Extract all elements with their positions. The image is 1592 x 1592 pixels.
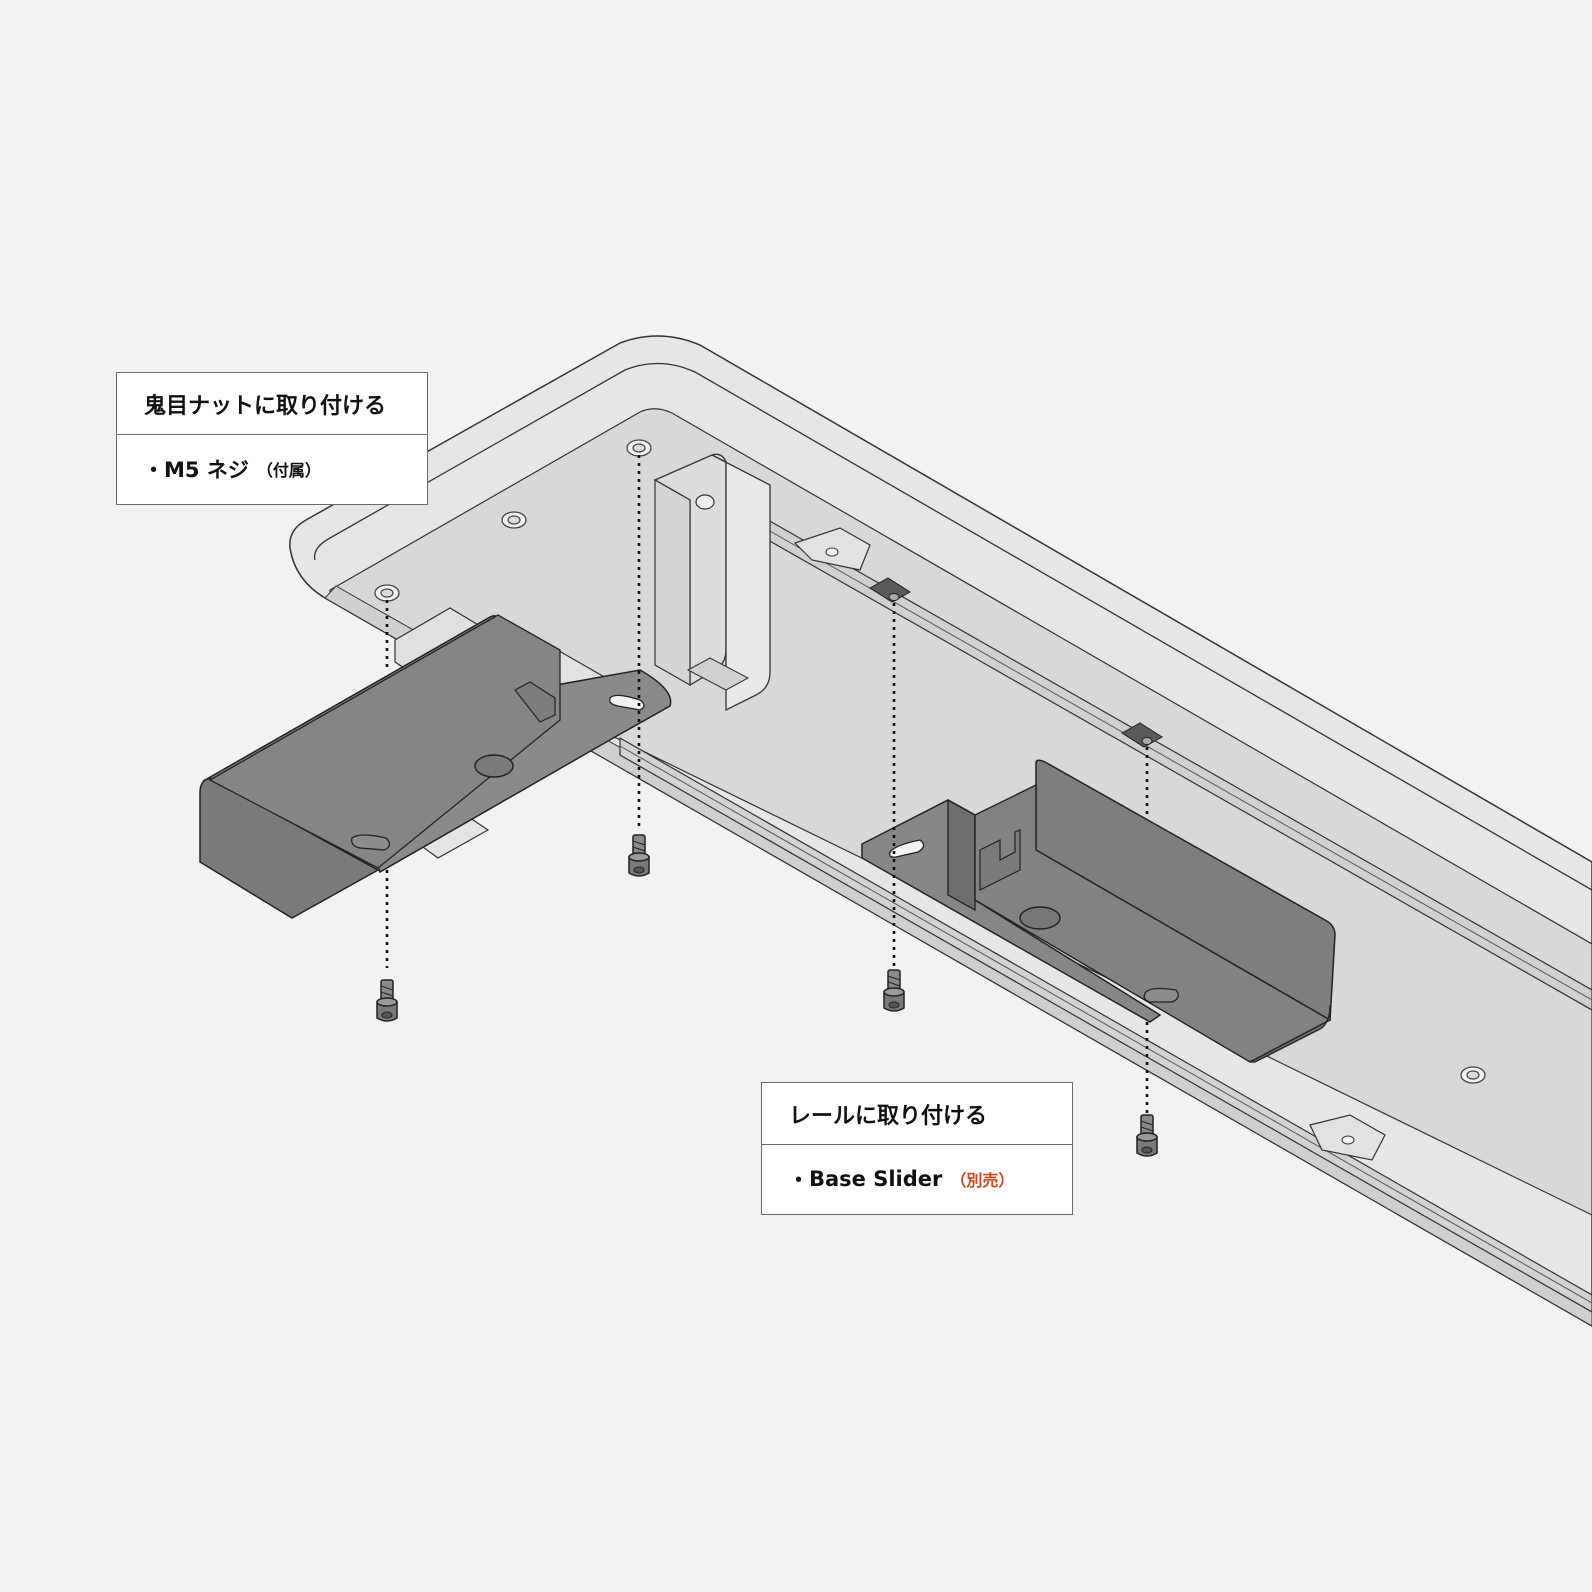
alignment-guides (385, 455, 1149, 1120)
threaded-insert-icon (501, 511, 527, 529)
bracket-a-tab (514, 681, 556, 723)
rail-nut-block (869, 577, 911, 603)
steel-bracket-icon (199, 614, 672, 919)
threaded-insert-icon (374, 584, 400, 602)
hex-socket-screw-icon (628, 834, 650, 877)
hex-socket-screw-icon (1136, 1114, 1158, 1157)
threaded-insert-icon (626, 439, 652, 457)
board-bottom-lip (324, 585, 1592, 1327)
bullet: ・ (143, 458, 164, 482)
item-label: Base Slider (809, 1167, 943, 1191)
callout-item: ・ M5 ネジ （付属） (117, 435, 427, 503)
callout-item: ・ Base Slider （別売） (762, 1145, 1072, 1213)
callout-title: 鬼目ナットに取り付ける (117, 373, 427, 435)
steel-bracket-icon (861, 759, 1336, 1063)
hex-socket-screw-icon (883, 969, 905, 1012)
item-note: （別売） (950, 1171, 1015, 1190)
item-label: M5 ネジ (164, 458, 249, 482)
bracket-b-front-wall (1249, 1004, 1331, 1063)
bracket-a-flange (374, 669, 672, 874)
hex-socket-screw-icon (376, 979, 398, 1022)
bracket-a-base (208, 614, 561, 869)
bullet: ・ (788, 1168, 809, 1192)
rail-lower (619, 736, 1592, 1313)
bracket-b-tabs (979, 829, 1021, 891)
callout-title: レールに取り付ける (762, 1083, 1072, 1145)
threaded-insert-icon (1460, 1066, 1486, 1084)
bracket-b-side-wall (947, 798, 976, 912)
callout-threaded-insert: 鬼目ナットに取り付ける ・ M5 ネジ （付属） (116, 372, 428, 505)
item-note: （付属） (256, 461, 321, 480)
bracket-b-back-wall (1035, 759, 1336, 1022)
rail-upper (767, 518, 1592, 1011)
board-chamfer-line (313, 362, 1592, 891)
bracket-a-front-wall (199, 777, 380, 919)
callout-rail: レールに取り付ける ・ Base Slider （別売） (761, 1082, 1073, 1215)
